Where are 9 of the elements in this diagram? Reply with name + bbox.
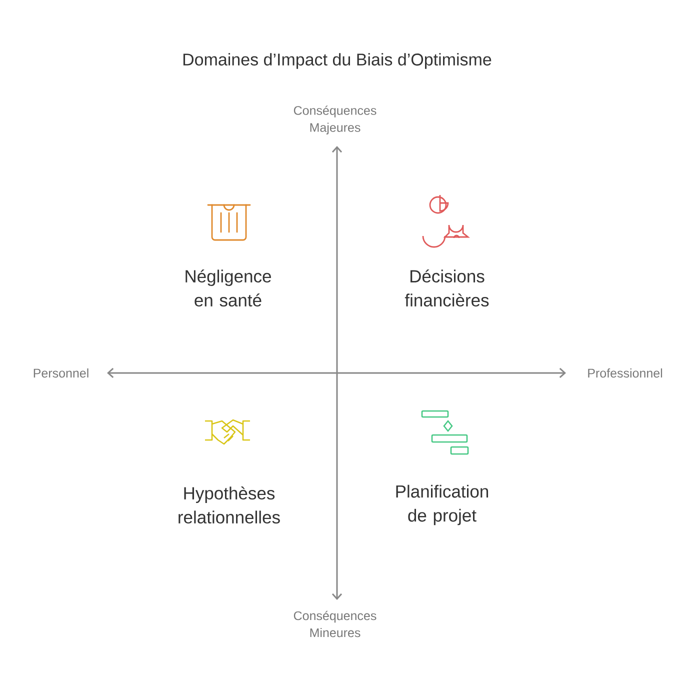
- axis-label: Conséquences Mineures: [294, 610, 376, 638]
- quadrant-label: Hypothèses relationnelles: [178, 486, 280, 524]
- quadrant-label: Planification de projet: [396, 484, 488, 526]
- title: Domaines d’Impact du Biais d’Optimisme: [183, 53, 492, 69]
- axis-label: Conséquences Majeures: [294, 106, 376, 134]
- axis-label: Personnel: [34, 368, 88, 378]
- quadrant-label: Négligence en santé: [186, 269, 271, 307]
- quadrant-label: Décisions financières: [404, 269, 489, 307]
- axis-label: Professionnel: [588, 368, 662, 378]
